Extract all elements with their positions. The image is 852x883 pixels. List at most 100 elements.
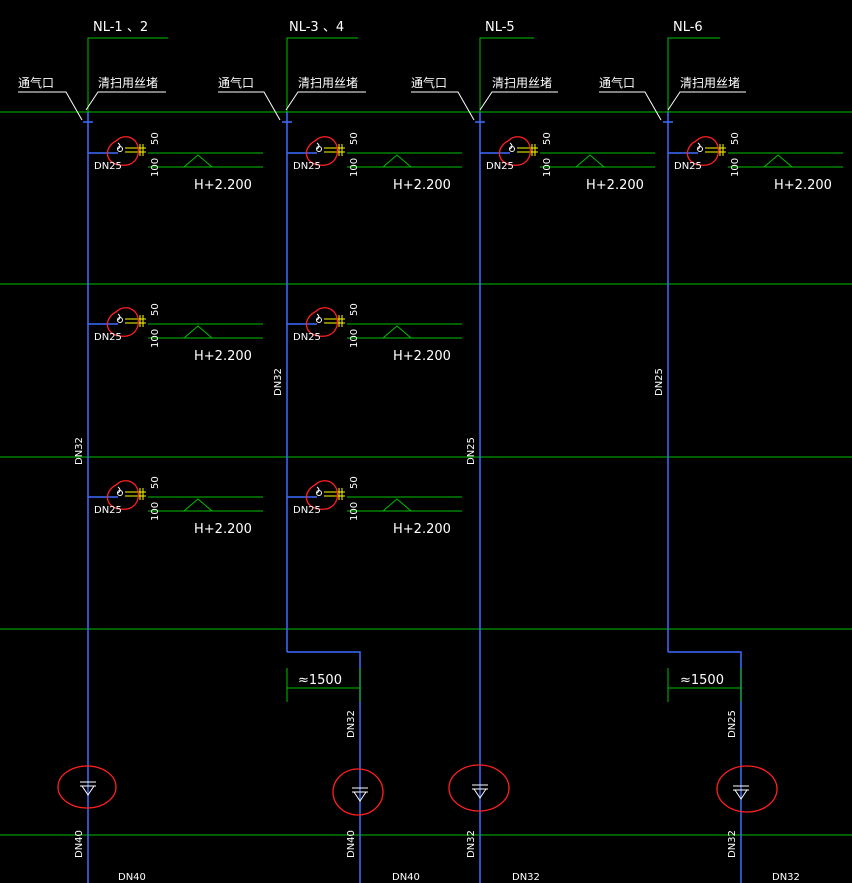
elevation-marker — [381, 154, 413, 168]
elevation-label: H+2.200 — [393, 178, 451, 193]
branch-size-label: DN25 — [293, 161, 321, 172]
vent-label: 通气口 — [18, 75, 54, 90]
review-markup-circle — [332, 768, 384, 816]
elevation-marker — [381, 498, 413, 512]
cleanout-label: 清扫用丝堵 — [298, 76, 358, 90]
outlet-size-label: DN40 — [74, 830, 85, 858]
floor-drain-symbol — [352, 787, 368, 802]
bottom-size-label: DN32 — [512, 872, 540, 883]
vent-label: 通气口 — [218, 75, 254, 90]
tag-leader — [479, 37, 534, 112]
branch-dimension-label: 50 — [542, 132, 553, 145]
cleanout-label: 清扫用丝堵 — [98, 76, 158, 90]
riser-tag: NL-6 — [673, 20, 703, 35]
offset-size-label: DN32 — [346, 710, 357, 738]
review-markup-circle — [305, 480, 339, 510]
tag-leader — [667, 37, 720, 112]
trap-symbol — [316, 486, 320, 494]
branch-dimension-label: 100 — [542, 158, 553, 177]
branch-dimension-label: 50 — [349, 303, 360, 316]
floor-lines — [0, 111, 852, 836]
riser-size-label: DN32 — [74, 437, 85, 465]
tag-leader — [87, 37, 168, 112]
cleanout-leader — [667, 91, 746, 111]
review-markup-circle — [448, 764, 510, 812]
elevation-label: H+2.200 — [586, 178, 644, 193]
outlet-size-label: DN32 — [727, 830, 738, 858]
outlet-size-label: DN32 — [466, 830, 477, 858]
trap-symbol — [117, 142, 121, 150]
review-markup-circle — [305, 136, 339, 166]
elevation-label: H+2.200 — [194, 178, 252, 193]
elevation-marker — [182, 498, 214, 512]
outlet-size-label: DN40 — [346, 830, 357, 858]
review-markup-circle — [498, 136, 532, 166]
valve-symbol — [324, 315, 345, 327]
branch-size-label: DN25 — [94, 505, 122, 516]
riser-size-label: DN25 — [654, 368, 665, 396]
branch-dimension-label: 50 — [349, 476, 360, 489]
vent-leader — [18, 91, 83, 121]
elevation-label: H+2.200 — [393, 522, 451, 537]
vent-leader — [218, 91, 281, 121]
offset-pipe — [668, 651, 742, 883]
valve-symbol — [324, 488, 345, 500]
riser-size-label: DN25 — [466, 437, 477, 465]
tag-leader — [286, 37, 358, 112]
valve-symbol — [705, 144, 726, 156]
review-markup-circle — [716, 765, 778, 813]
elevation-label: H+2.200 — [194, 522, 252, 537]
floor-drain-symbol — [733, 785, 749, 800]
valve-symbol — [324, 144, 345, 156]
trap-symbol — [697, 142, 701, 150]
bottom-size-label: DN40 — [118, 872, 146, 883]
vent-label: 通气口 — [411, 75, 447, 90]
vent-label: 通气口 — [599, 75, 635, 90]
offset-size-label: DN25 — [727, 710, 738, 738]
riser-nl-5: NL-5 通气口 清扫用丝堵 DN25 DN32 DN32 — [411, 20, 558, 883]
branch-dimension-label: 50 — [730, 132, 741, 145]
offset-dimension — [286, 668, 361, 702]
elevation-label: H+2.200 — [393, 349, 451, 364]
branch-dimension-label: 100 — [349, 158, 360, 177]
elevation-label: H+2.200 — [194, 349, 252, 364]
review-markup-circle — [106, 307, 140, 337]
branch-dimension-label: 100 — [150, 158, 161, 177]
branch-size-label: DN25 — [293, 505, 321, 516]
trap-symbol — [117, 486, 121, 494]
review-markup-circle — [106, 480, 140, 510]
valve-symbol — [125, 488, 146, 500]
riser-size-label: DN32 — [273, 368, 284, 396]
branch-size-label: DN25 — [486, 161, 514, 172]
vent-leader — [599, 91, 662, 121]
offset-dimension-label: ≈1500 — [298, 673, 342, 688]
riser-nl-6: NL-6 通气口 清扫用丝堵 DN25 ≈1500 DN25 DN32 DN32 — [599, 20, 800, 883]
vent-leader — [411, 91, 475, 121]
branch-assemblies: DN2550100H+2.200DN2550100H+2.200DN255010… — [88, 132, 843, 537]
cleanout-leader — [285, 91, 366, 111]
valve-symbol — [125, 144, 146, 156]
elevation-label: H+2.200 — [774, 178, 832, 193]
branch-size-label: DN25 — [94, 161, 122, 172]
riser-tag: NL-5 — [485, 20, 515, 35]
cleanout-label: 清扫用丝堵 — [492, 76, 552, 90]
cleanout-leader — [479, 91, 558, 111]
branch-size-label: DN25 — [293, 332, 321, 343]
bottom-size-label: DN40 — [392, 872, 420, 883]
branch-dimension-label: 100 — [349, 329, 360, 348]
branch-dimension-label: 50 — [349, 132, 360, 145]
offset-dimension — [667, 668, 742, 702]
trap-symbol — [316, 142, 320, 150]
floor-drain-symbol — [472, 784, 488, 799]
valve-symbol — [125, 315, 146, 327]
branch-size-label: DN25 — [674, 161, 702, 172]
valve-symbol — [517, 144, 538, 156]
review-markup-circle — [57, 765, 117, 809]
bottom-size-label: DN32 — [772, 872, 800, 883]
branch-dimension-label: 100 — [150, 502, 161, 521]
elevation-marker — [182, 325, 214, 339]
elevation-marker — [182, 154, 214, 168]
riser-tag: NL-1 、2 — [93, 20, 148, 35]
